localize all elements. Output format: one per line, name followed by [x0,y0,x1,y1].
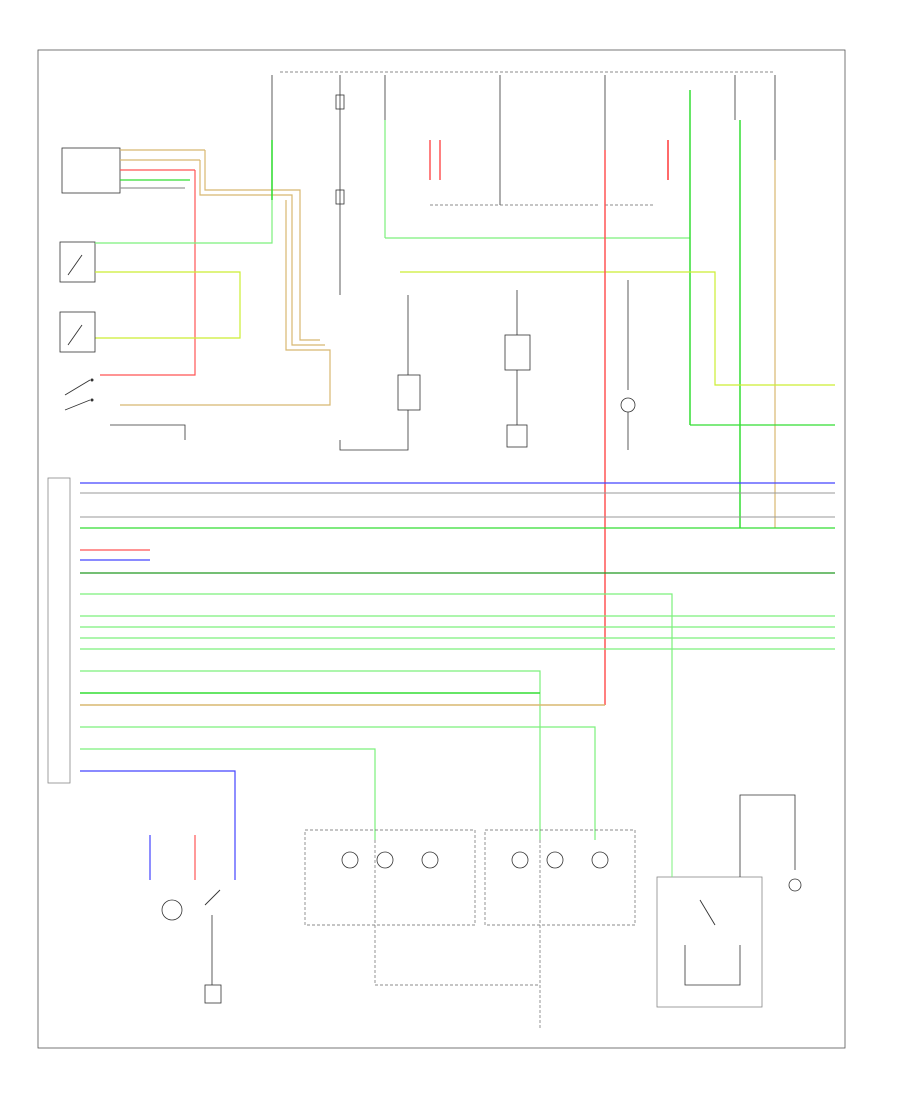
control-module-top-left [61,147,121,194]
light-control-switch [59,311,96,353]
fuse-column-4 [429,75,600,206]
left-headlight-bulbs [341,840,439,985]
height-control-actuator [656,876,763,1008]
height-control-internals [671,700,802,986]
wire-tan-3 [120,200,331,406]
wire-red-module [100,170,196,376]
diagram-border [37,49,846,1049]
fuse-column-5 [604,75,669,206]
wire-tan-1 [204,150,320,341]
module-connector-strip [47,477,71,784]
wire-yellowgreen-loop [95,271,241,339]
fuse-column-3 [384,75,690,239]
right-headlight-bulbs [375,840,609,1030]
bottom-left-switch [149,835,222,1004]
fuse-column-2 [335,75,345,295]
right-headlight-assembly [484,829,636,926]
wire-tan-2 [199,160,325,346]
relay-1 [339,295,421,451]
wire-green-switch-up [95,140,273,244]
control-module-pin-labels [120,149,205,189]
left-headlight-assembly [304,829,476,926]
relay-2 [504,290,531,448]
light-control-switch-contact [67,324,83,346]
headlight-switch [59,241,96,283]
fuse-column-6 [689,75,776,528]
headlight-switch-contact [67,254,83,276]
connector-wires [80,482,835,880]
wire-yellowgreen-bus [400,271,835,386]
dimmer-switch [64,378,186,440]
relay-3 [620,280,636,450]
